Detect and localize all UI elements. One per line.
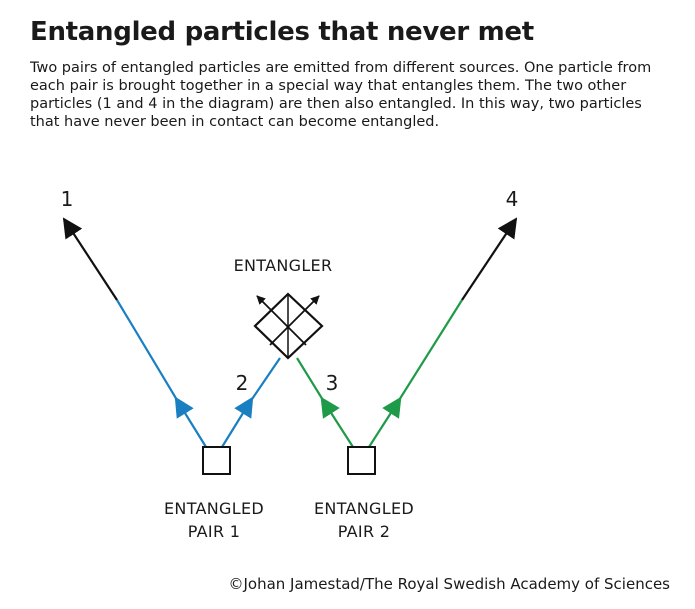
entangler-icon [253, 292, 324, 360]
image-credit: ©Johan Jamestad/The Royal Swedish Academ… [228, 575, 670, 593]
source-1-label-line1: ENTANGLED [164, 499, 264, 518]
source-2-label-line1: ENTANGLED [314, 499, 414, 518]
particle-label-3: 3 [326, 371, 339, 395]
particle-4-path [368, 217, 518, 448]
source-1-label-line2: PAIR 1 [188, 522, 240, 541]
description-text: Two pairs of entangled particles are emi… [30, 60, 652, 130]
particle-1-path [62, 217, 207, 448]
particle-label-4: 4 [506, 187, 519, 211]
particle-label-1: 1 [61, 187, 74, 211]
particle-label-2: 2 [236, 371, 249, 395]
entangler-label: ENTANGLER [234, 256, 333, 275]
particle-3-path [296, 357, 354, 448]
particle-2-path [221, 357, 281, 448]
page-title: Entangled particles that never met [30, 17, 534, 47]
source-2-label-line2: PAIR 2 [338, 522, 390, 541]
source-box-pair-2 [347, 446, 376, 475]
source-box-pair-1 [202, 446, 231, 475]
